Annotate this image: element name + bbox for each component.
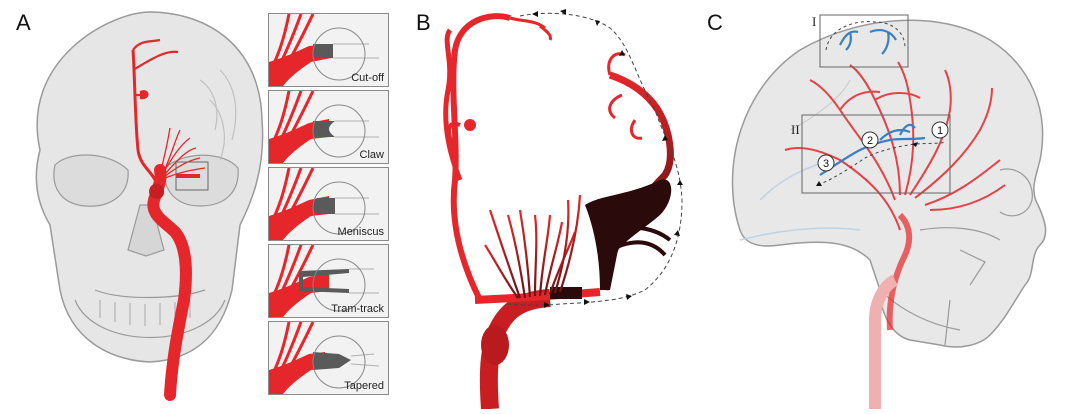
inset-meniscus-illustration: [269, 168, 379, 240]
inset-tapered-illustration: [269, 322, 380, 394]
occlusion-segment: [550, 287, 582, 299]
dark-collateral-region: [585, 179, 672, 290]
inset-tram-track-illustration: [269, 245, 379, 317]
inset-claw-label: Claw: [359, 149, 384, 161]
orbit: [999, 168, 1033, 217]
panel-a-frontal-view: A: [0, 0, 400, 409]
region-1-veins: [839, 29, 897, 55]
inset-tapered-label: Tapered: [344, 380, 384, 392]
carotid-neck: [869, 274, 899, 409]
panel-c-lateral-view: C: [700, 0, 1080, 409]
panel-b-letter: B: [416, 10, 431, 35]
region-2-label: II: [791, 122, 800, 137]
panel-b-vessel-schematic: B: [400, 0, 700, 410]
panel-a-letter: A: [16, 10, 31, 35]
ophthalmic-branches: [159, 127, 206, 179]
left-ascending-vessel: [450, 13, 511, 302]
region-2-box: [801, 114, 951, 194]
ascending-branch: [131, 49, 157, 181]
region-2-flow: [817, 141, 947, 186]
step-3-label: 3: [823, 158, 829, 170]
region-1-box: [819, 14, 909, 68]
lateral-skull-illustration: 1 2 3: [731, 14, 1047, 409]
inset-claw: Claw: [268, 90, 389, 164]
internal-carotid: [886, 212, 913, 331]
right-orbit: [164, 154, 239, 207]
left-orbit: [53, 154, 129, 207]
inset-claw-illustration: [269, 91, 379, 163]
step-2-marker: 2: [861, 131, 879, 149]
jaw-line: [74, 299, 226, 338]
inset-cut-off-illustration: [269, 14, 379, 86]
fan-branches: [484, 194, 582, 299]
trunk-bulb: [481, 325, 509, 365]
horizontal-vessel: [474, 288, 601, 304]
inset-cut-off: Cut-off: [268, 13, 389, 87]
flow-arrows: [532, 9, 683, 308]
region-1-label: I: [812, 14, 817, 29]
cerebral-arteries: [784, 61, 1006, 231]
panel-c-letter: C: [707, 10, 723, 35]
region-1-flow: [825, 21, 906, 51]
inset-tram-track-label: Tram-track: [331, 303, 384, 315]
step-3-marker: 3: [817, 154, 835, 172]
inset-meniscus-label: Meniscus: [337, 226, 384, 238]
step-1-label: 1: [937, 125, 943, 137]
inset-cut-off-label: Cut-off: [351, 72, 384, 84]
step-2-label: 2: [867, 135, 873, 147]
teeth-line: [94, 289, 206, 299]
inset-tapered: Tapered: [268, 321, 389, 395]
inset-meniscus: Meniscus: [268, 167, 389, 241]
flow-path: [504, 12, 683, 306]
vessel-schematic-illustration: [443, 9, 683, 410]
step-1-marker: 1: [931, 121, 949, 139]
frontal-skull-illustration: [35, 11, 264, 401]
carotid-bulb: [149, 183, 165, 199]
zygomatic-arch: [919, 227, 1001, 241]
inset-tram-track: Tram-track: [268, 244, 389, 318]
skull-outline: [35, 11, 264, 363]
